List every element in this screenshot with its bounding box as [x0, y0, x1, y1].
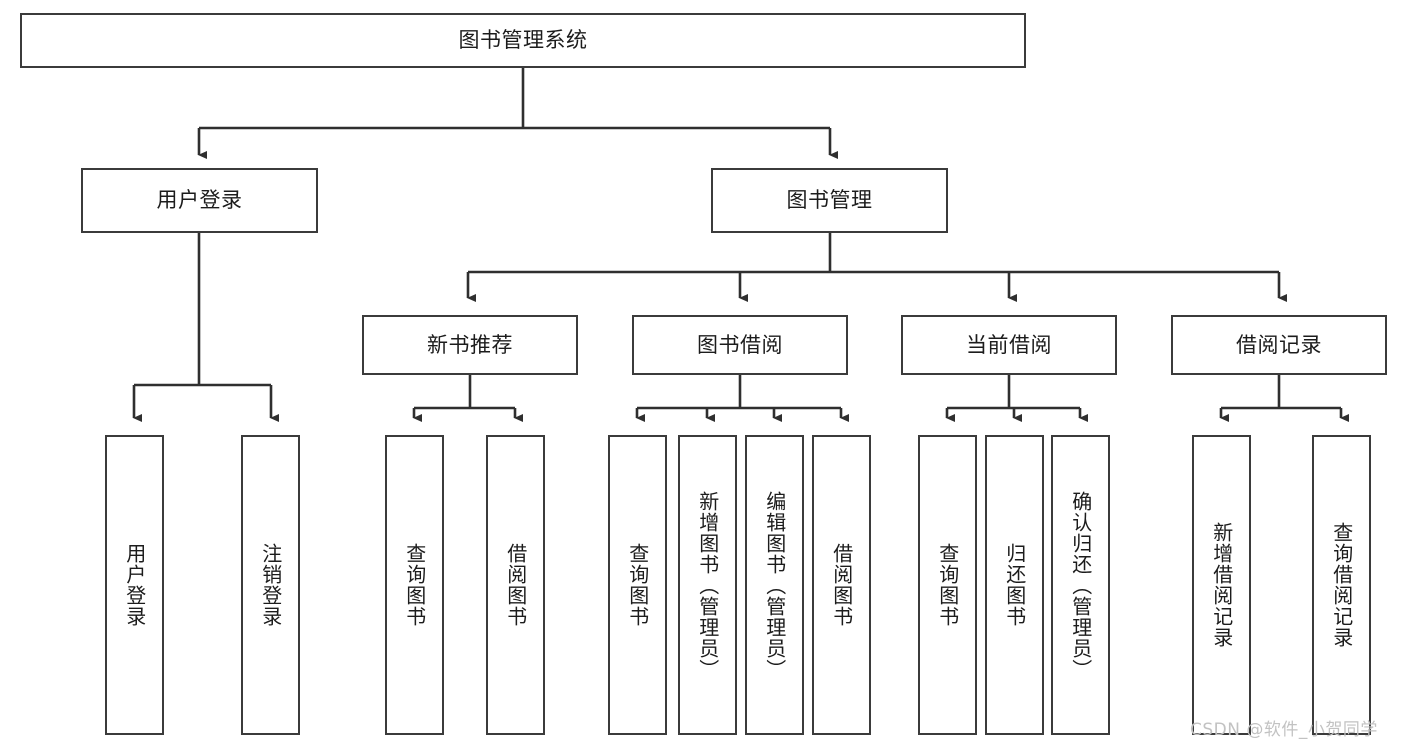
node-user-login-label: 用户登录: [156, 188, 243, 213]
edge-borrow-bus: [635, 375, 849, 422]
node-book-management[interactable]: 图书管理: [711, 168, 948, 233]
leaf-edit-book-admin[interactable]: 编辑图书（管理员）: [745, 435, 804, 735]
leaf-borrow-book-newbook-label: 借阅图书: [503, 543, 528, 627]
leaf-add-borrow-record-label: 新增借阅记录: [1209, 522, 1234, 648]
node-new-book-recommend-label: 新书推荐: [427, 332, 513, 357]
edge-newbook-bus: [412, 375, 523, 422]
leaf-add-borrow-record[interactable]: 新增借阅记录: [1192, 435, 1251, 735]
node-borrow-record-label: 借阅记录: [1236, 332, 1322, 357]
node-current-borrow[interactable]: 当前借阅: [901, 315, 1117, 375]
leaf-add-book-admin-label: 新增图书（管理员）: [695, 490, 720, 680]
leaf-query-book-newbook-label: 查询图书: [402, 543, 427, 627]
leaf-query-borrow-record[interactable]: 查询借阅记录: [1312, 435, 1371, 735]
node-new-book-recommend[interactable]: 新书推荐: [362, 315, 578, 375]
leaf-return-book[interactable]: 归还图书: [985, 435, 1044, 735]
edge-books-bus: [466, 233, 1287, 302]
node-borrow-record[interactable]: 借阅记录: [1171, 315, 1387, 375]
leaf-confirm-return-admin[interactable]: 确认归还（管理员）: [1051, 435, 1110, 735]
leaf-query-book-current-label: 查询图书: [935, 543, 960, 627]
leaf-borrow-book[interactable]: 借阅图书: [812, 435, 871, 735]
node-current-borrow-label: 当前借阅: [966, 332, 1052, 357]
leaf-query-borrow-record-label: 查询借阅记录: [1329, 522, 1354, 648]
leaf-query-book-newbook[interactable]: 查询图书: [385, 435, 444, 735]
edge-login-bus: [132, 233, 279, 422]
node-book-management-label: 图书管理: [786, 188, 873, 213]
leaf-query-book-borrow-label: 查询图书: [625, 543, 650, 627]
edge-root-to-level1: [197, 128, 838, 159]
node-book-borrow-label: 图书借阅: [697, 332, 783, 357]
edge-record-bus: [1219, 375, 1349, 422]
node-user-login[interactable]: 用户登录: [81, 168, 318, 233]
leaf-edit-book-admin-label: 编辑图书（管理员）: [762, 490, 787, 680]
leaf-query-book-borrow[interactable]: 查询图书: [608, 435, 667, 735]
node-book-borrow[interactable]: 图书借阅: [632, 315, 848, 375]
leaf-borrow-book-label: 借阅图书: [829, 543, 854, 627]
leaf-confirm-return-admin-label: 确认归还（管理员）: [1068, 490, 1093, 680]
leaf-borrow-book-newbook[interactable]: 借阅图书: [486, 435, 545, 735]
edge-current-bus: [945, 375, 1088, 422]
leaf-query-book-current[interactable]: 查询图书: [918, 435, 977, 735]
leaf-user-login-label: 用户登录: [122, 543, 147, 627]
leaf-return-book-label: 归还图书: [1002, 543, 1027, 627]
leaf-logout-label: 注销登录: [258, 543, 283, 627]
leaf-logout[interactable]: 注销登录: [241, 435, 300, 735]
node-root[interactable]: 图书管理系统: [20, 13, 1026, 68]
edge-root-bus: [199, 68, 830, 130]
node-root-label: 图书管理系统: [458, 28, 588, 53]
leaf-user-login[interactable]: 用户登录: [105, 435, 164, 735]
leaf-add-book-admin[interactable]: 新增图书（管理员）: [678, 435, 737, 735]
